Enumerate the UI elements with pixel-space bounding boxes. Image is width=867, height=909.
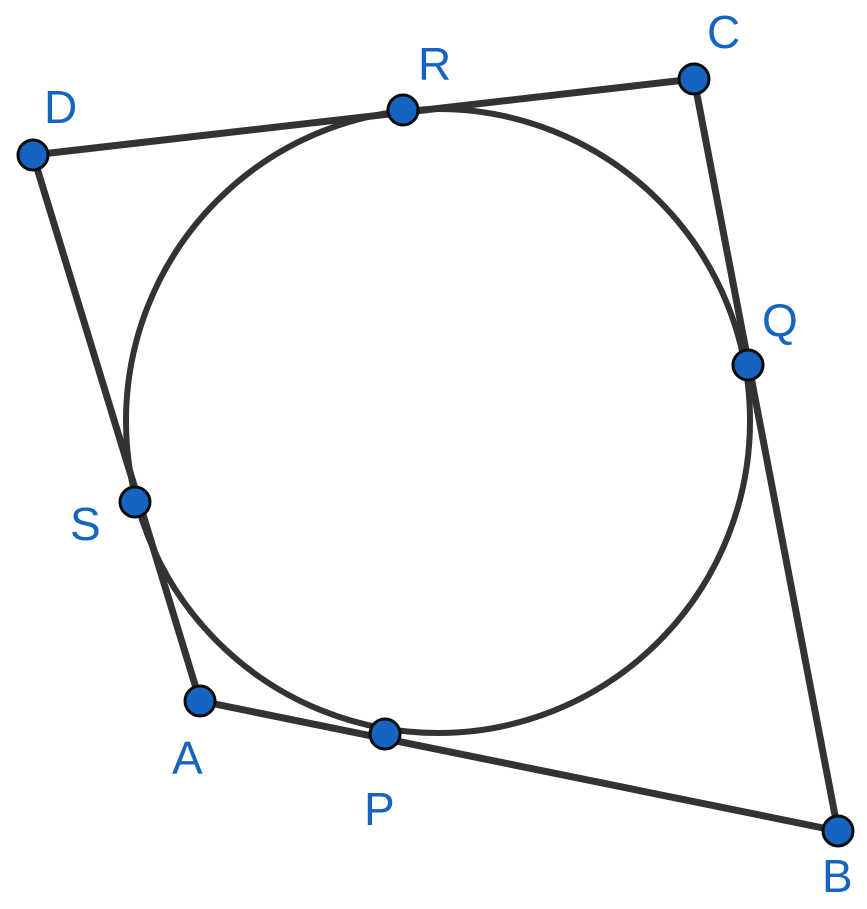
label-b: B [822, 850, 853, 902]
label-s: S [70, 498, 101, 550]
label-q: Q [762, 294, 798, 346]
label-c: C [707, 6, 740, 58]
side-ab [196, 697, 842, 835]
incircle [123, 106, 753, 736]
point-b [821, 814, 855, 848]
side-bc [690, 75, 842, 835]
side-cd [29, 75, 698, 159]
label-a: A [172, 732, 203, 784]
point-s [118, 485, 152, 519]
point-r [386, 93, 420, 127]
point-p [368, 717, 402, 751]
point-d [16, 138, 50, 172]
label-r: R [418, 38, 451, 90]
side-da [29, 151, 204, 705]
label-d: D [44, 81, 77, 133]
point-a [183, 684, 217, 718]
point-q [731, 348, 765, 382]
label-p: P [364, 783, 395, 835]
point-c [677, 62, 711, 96]
